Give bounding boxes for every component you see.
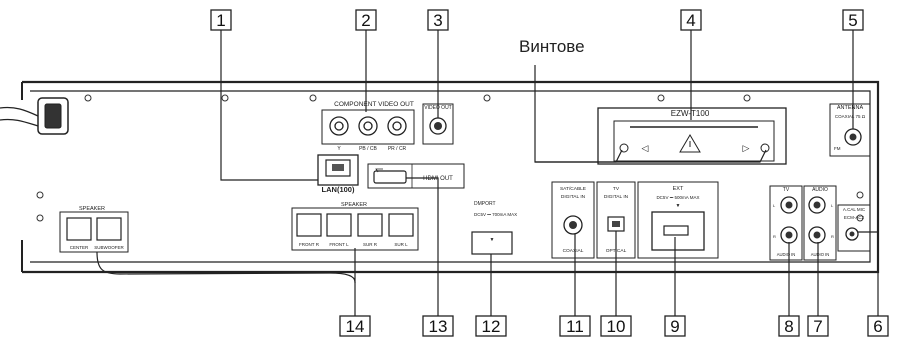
lan-port: LAN(100): [318, 155, 358, 194]
svg-text:A.CAL MIC: A.CAL MIC: [843, 207, 866, 212]
svg-text:PR / CR: PR / CR: [388, 146, 407, 152]
a-cal-mic-jack: A.CAL MIC ECM-AC2: [838, 205, 870, 251]
svg-text:L: L: [831, 203, 834, 208]
speaker-terminals-left: SPEAKER CENTER SUBWOOFER: [60, 206, 128, 252]
svg-text:▷: ▷: [743, 143, 750, 153]
svg-text:PB / CB: PB / CB: [359, 146, 377, 152]
svg-text:EZW-T100: EZW-T100: [671, 109, 710, 118]
ext-usb-port: EXT DC5V ⎓ 500mA MAX ▼: [638, 182, 718, 258]
svg-text:DMPORT: DMPORT: [474, 201, 496, 207]
svg-text:CENTER: CENTER: [70, 245, 89, 250]
callouts-top: 1 2 3 4 5: [211, 10, 863, 30]
svg-text:13: 13: [429, 317, 448, 336]
tv-audio-in: TV L R AUDIO IN: [770, 186, 802, 260]
svg-text:DC5V ⎓ 500mA MAX: DC5V ⎓ 500mA MAX: [656, 195, 699, 200]
svg-text:DIGITAL IN: DIGITAL IN: [561, 194, 586, 200]
svg-text:2: 2: [361, 11, 370, 30]
svg-text:TV: TV: [783, 187, 790, 193]
callouts-bottom: 6 7 8 9 10 11 12 13 14: [340, 316, 888, 336]
svg-text:14: 14: [346, 317, 365, 336]
svg-text:1: 1: [216, 11, 225, 30]
svg-text:DIGITAL IN: DIGITAL IN: [604, 194, 629, 200]
svg-text:ANTENNA: ANTENNA: [837, 105, 864, 111]
svg-text:EXT: EXT: [673, 186, 684, 192]
screw-holes: [37, 95, 863, 221]
antenna-jack: ANTENNA COAXIAL 75 Ω FM: [830, 104, 870, 156]
svg-text:AUDIO: AUDIO: [812, 187, 828, 193]
svg-text:COAXIAL: COAXIAL: [563, 248, 584, 254]
speaker-terminals-main: SPEAKER FRONT R FRONT L SUR R SUR L: [292, 202, 418, 250]
svg-text:▼: ▼: [676, 203, 681, 209]
svg-text:9: 9: [670, 317, 679, 336]
svg-text:FRONT L: FRONT L: [329, 242, 349, 247]
svg-text:R: R: [773, 234, 776, 239]
power-cord: [0, 98, 68, 134]
svg-text:5: 5: [848, 11, 857, 30]
svg-text:6: 6: [873, 317, 882, 336]
svg-text:L: L: [773, 203, 776, 208]
svg-text:LAN(100): LAN(100): [322, 185, 355, 194]
svg-text:Y: Y: [337, 146, 341, 152]
svg-text:SUR R: SUR R: [363, 242, 378, 247]
screws-callout: Винтове: [519, 37, 585, 56]
svg-text:TV: TV: [613, 186, 620, 192]
svg-text:FRONT R: FRONT R: [299, 242, 320, 247]
svg-text:COAXIAL 75 Ω: COAXIAL 75 Ω: [835, 114, 866, 119]
svg-text:◁: ◁: [642, 143, 649, 153]
audio-in: AUDIO L R AUDIO IN: [804, 186, 836, 260]
svg-text:SPEAKER: SPEAKER: [79, 206, 105, 212]
svg-text:7: 7: [813, 317, 822, 336]
component-video-out: COMPONENT VIDEO OUT Y PB / CB PR / CR: [322, 101, 414, 152]
svg-text:SAT/CABLE: SAT/CABLE: [560, 186, 586, 192]
svg-text:12: 12: [482, 317, 501, 336]
svg-text:11: 11: [566, 317, 584, 336]
svg-text:FM: FM: [834, 146, 841, 151]
svg-text:SUBWOOFER: SUBWOOFER: [94, 245, 124, 250]
svg-text:COMPONENT VIDEO OUT: COMPONENT VIDEO OUT: [334, 101, 414, 108]
ezw-slot: EZW-T100 ◁ ▷: [598, 108, 786, 164]
svg-text:8: 8: [784, 317, 793, 336]
svg-text:SUR L: SUR L: [394, 242, 408, 247]
hdmi-out-port: HDMI OUT: [368, 164, 464, 188]
svg-text:AUDIO IN: AUDIO IN: [777, 252, 796, 257]
svg-text:10: 10: [607, 317, 626, 336]
svg-text:R: R: [831, 234, 834, 239]
svg-text:DC5V ⎓ 700mA MAX: DC5V ⎓ 700mA MAX: [474, 212, 517, 217]
svg-text:ECM-AC2: ECM-AC2: [844, 215, 865, 220]
svg-text:AUDIO IN: AUDIO IN: [811, 252, 830, 257]
svg-text:SPEAKER: SPEAKER: [341, 202, 367, 208]
sat-cable-coaxial-in: SAT/CABLE DIGITAL IN COAXIAL: [552, 182, 594, 258]
svg-text:▼: ▼: [490, 237, 495, 243]
dmport: DMPORT DC5V ⎓ 700mA MAX ▼: [472, 201, 517, 254]
svg-text:4: 4: [686, 11, 695, 30]
svg-text:3: 3: [433, 11, 442, 30]
